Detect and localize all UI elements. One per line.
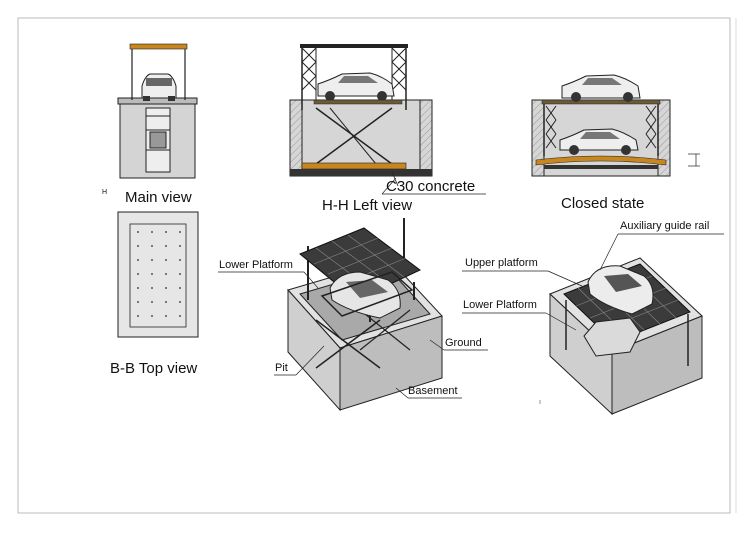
h-section-mark: H <box>102 189 108 196</box>
top-view-caption: B-B Top view <box>110 360 198 377</box>
iso-closed-drawing <box>539 257 703 416</box>
top-view-bolt-dot <box>165 259 167 261</box>
ground-callout: Ground <box>445 337 482 349</box>
iso-closed-top-car-icon <box>587 265 654 315</box>
top-view-bolt-dot <box>165 287 167 289</box>
main-view-car-icon <box>141 73 177 101</box>
closed-state-drawing <box>531 74 700 177</box>
left-view-car-icon <box>317 72 395 101</box>
concrete-callout: C30 concrete <box>386 178 476 195</box>
top-view-bolt-dot <box>165 301 167 303</box>
top-view-bolt-dot <box>151 315 153 317</box>
top-view-bolt-dot <box>151 273 153 275</box>
top-view-bolt-dot <box>179 301 181 303</box>
closed-state-caption: Closed state <box>561 195 645 212</box>
lower-platform-left-callout: Lower Platform <box>219 259 293 271</box>
iso-closed-lower-car-icon <box>583 317 641 357</box>
main-view-caption: Main view <box>125 189 192 206</box>
top-view-bolt-dot <box>179 245 181 247</box>
top-view-bolt-dot <box>179 287 181 289</box>
lower-platform-right-callout: Lower Platform <box>463 299 537 311</box>
sheet-border <box>17 17 731 514</box>
iso-open-drawing <box>287 218 443 412</box>
top-view-drawing <box>117 211 199 338</box>
top-view-bolt-dot <box>179 259 181 261</box>
aux-guide-rail-callout: Auxiliary guide rail <box>620 220 710 232</box>
leader-lines <box>218 177 724 399</box>
main-view-drawing <box>117 43 198 179</box>
top-view-bolt-dot <box>165 273 167 275</box>
top-view-bolt-dot <box>151 287 153 289</box>
top-view-bolt-dot <box>137 301 139 303</box>
top-view-bolt-dot <box>151 301 153 303</box>
left-view-caption: H-H Left view <box>322 197 413 214</box>
top-view-bolt-dot <box>151 259 153 261</box>
left-view-drawing <box>289 44 433 187</box>
pit-callout: Pit <box>275 362 288 374</box>
top-view-bolt-dot <box>151 231 153 233</box>
top-view-bolt-dot <box>151 245 153 247</box>
top-view-bolt-dot <box>179 273 181 275</box>
top-view-bolt-dot <box>165 245 167 247</box>
top-view-bolt-dot <box>165 231 167 233</box>
top-view-bolt-dot <box>179 231 181 233</box>
top-view-bolt-dot <box>137 273 139 275</box>
top-view-bolt-dot <box>137 259 139 261</box>
basement-callout: Basement <box>408 385 458 397</box>
upper-platform-callout: Upper platform <box>465 257 538 269</box>
closed-bottom-car-icon <box>559 128 639 155</box>
top-view-bolt-dot <box>137 231 139 233</box>
closed-top-car-icon <box>561 74 641 102</box>
top-view-bolt-dot <box>137 245 139 247</box>
top-view-bolt-dot <box>137 315 139 317</box>
top-view-bolt-dot <box>165 315 167 317</box>
top-view-bolt-dot <box>137 287 139 289</box>
top-view-bolt-dot <box>179 315 181 317</box>
